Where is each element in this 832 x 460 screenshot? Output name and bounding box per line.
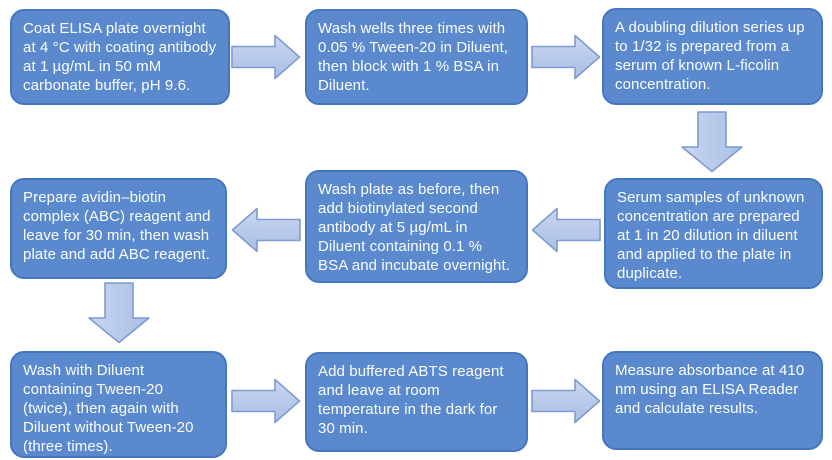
step-box-7: Wash with Diluent containing Tween-20 (t…: [10, 351, 227, 458]
step-box-4: Serum samples of unknown concentration a…: [604, 178, 823, 289]
step-box-2: Wash wells three times with 0.05 % Tween…: [305, 9, 528, 105]
step-9-text: Measure absorbance at 410 nm using an EL…: [615, 362, 805, 417]
step-1-text: Coat ELISA plate overnight at 4 °C with …: [23, 20, 217, 94]
step-8-text: Add buffered ABTS reagent and leave at r…: [318, 363, 504, 437]
arrow-right-icon: [531, 34, 601, 80]
arrow-down-icon: [681, 111, 743, 173]
arrow-down-icon: [88, 282, 150, 344]
step-box-5: Wash plate as before, then add biotinyla…: [305, 170, 528, 283]
arrow-left-icon: [231, 207, 301, 253]
step-box-8: Add buffered ABTS reagent and leave at r…: [305, 352, 528, 452]
arrow-right-icon: [231, 34, 301, 80]
arrow-right-icon: [531, 378, 601, 424]
step-4-text: Serum samples of unknown concentration a…: [617, 189, 805, 282]
step-6-text: Prepare avidin–biotin complex (ABC) reag…: [23, 189, 211, 263]
step-7-text: Wash with Diluent containing Tween-20 (t…: [23, 362, 194, 455]
step-box-3: A doubling dilution series up to 1/32 is…: [602, 8, 823, 105]
arrow-right-icon: [231, 378, 301, 424]
step-2-text: Wash wells three times with 0.05 % Tween…: [318, 20, 509, 94]
step-box-9: Measure absorbance at 410 nm using an EL…: [602, 351, 823, 450]
step-5-text: Wash plate as before, then add biotinyla…: [318, 181, 511, 274]
arrow-left-icon: [531, 207, 601, 253]
step-3-text: A doubling dilution series up to 1/32 is…: [615, 19, 805, 93]
step-box-6: Prepare avidin–biotin complex (ABC) reag…: [10, 178, 227, 279]
step-box-1: Coat ELISA plate overnight at 4 °C with …: [10, 9, 230, 105]
